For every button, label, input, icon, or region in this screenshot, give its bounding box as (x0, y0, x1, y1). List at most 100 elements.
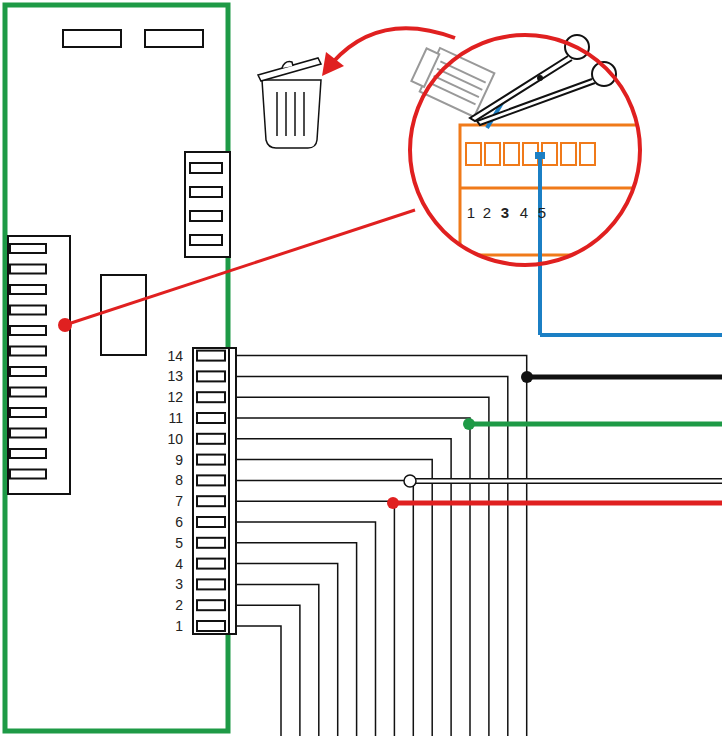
board-connector (10, 367, 46, 376)
board-connector (10, 265, 46, 274)
terminal-block (561, 143, 576, 165)
terminal-block (504, 143, 519, 165)
terminal-number: 3 (501, 206, 509, 220)
scissors-symbol (477, 79, 595, 125)
board-connector (10, 388, 46, 397)
terminal-block (460, 125, 660, 255)
scissors-symbol (470, 35, 616, 125)
board-connector (190, 187, 222, 197)
board-connector (185, 152, 230, 257)
pin-connector (197, 475, 225, 485)
board-connector (10, 429, 46, 438)
pin-connector (197, 455, 225, 465)
waste-bin (258, 58, 321, 81)
harness-wire (236, 376, 508, 736)
junction-dot (521, 371, 533, 383)
white-wire (410, 478, 722, 484)
harness-wire (236, 543, 357, 736)
board-connector (10, 449, 46, 458)
board-connector (10, 326, 46, 335)
pin-number: 5 (175, 536, 183, 550)
cut-plug (434, 76, 479, 97)
waste-bin (303, 92, 305, 136)
pin-number: 7 (175, 494, 183, 508)
pin-number: 11 (168, 411, 183, 425)
pin-number: 2 (175, 598, 183, 612)
pin-number: 6 (175, 515, 183, 529)
harness-wire (236, 356, 527, 736)
blue-wire (540, 333, 722, 337)
board-connector (10, 306, 46, 315)
terminal-block (466, 143, 595, 165)
board-connector (10, 408, 46, 417)
waste-bin (262, 80, 321, 148)
terminal-number: 5 (538, 206, 546, 220)
harness-wire (236, 584, 319, 736)
harness-wire (236, 626, 281, 736)
terminal-block (466, 143, 481, 165)
board-connector (185, 152, 230, 257)
harness-wires (236, 356, 527, 736)
board-component (101, 275, 146, 355)
pin-connector (197, 538, 225, 548)
terminal-block (535, 152, 545, 159)
scissors-symbol (470, 56, 572, 121)
harness-wire (236, 605, 300, 736)
discard-arrow (322, 52, 344, 76)
harness-wire (236, 522, 376, 736)
pin-number: 4 (175, 557, 183, 571)
board-connector (8, 236, 70, 494)
waste-bin (294, 92, 296, 136)
pin-number: 1 (175, 619, 183, 633)
leader-line (65, 210, 415, 325)
pin-number: 3 (175, 577, 183, 591)
harness-wire (236, 501, 394, 736)
board-connector (190, 235, 222, 245)
waste-bin (282, 62, 293, 68)
harness-wire (236, 418, 470, 736)
harness-wire (236, 480, 413, 736)
black-wire (527, 375, 722, 380)
red-wire (393, 501, 722, 506)
board-connector (8, 236, 70, 494)
pin-connector (197, 413, 225, 423)
terminal-block (460, 187, 660, 190)
pin-connector (229, 348, 236, 634)
pin-connector (197, 392, 225, 402)
pin-connector (197, 434, 225, 444)
harness-wire (236, 397, 489, 736)
green-wire (469, 422, 722, 427)
pin-number: 12 (167, 390, 183, 404)
scissors-symbol (538, 76, 542, 80)
junction-dot (404, 475, 416, 487)
pin-connector (197, 496, 225, 506)
waste-bin (276, 92, 278, 136)
board-connector (190, 163, 222, 173)
discard-arrow (333, 28, 455, 62)
board-connector (10, 347, 46, 356)
junction-dot (387, 497, 399, 509)
terminal-block (580, 143, 595, 165)
pin-number: 8 (175, 473, 183, 487)
pin-connector (197, 517, 225, 527)
board-connector (10, 470, 46, 479)
pin-connector (197, 621, 225, 631)
magnifier-ring (410, 35, 640, 265)
pin-connector (197, 579, 225, 589)
leader-dot (58, 318, 72, 332)
waste-bin (285, 92, 287, 136)
cut-plug (437, 69, 482, 90)
board-component (145, 30, 203, 47)
board-connector (10, 244, 46, 253)
pin-number: 10 (167, 432, 183, 446)
white-wire (410, 480, 722, 483)
pin-connector (193, 348, 236, 634)
junction-dot (463, 418, 475, 430)
terminal-block (485, 143, 500, 165)
board-component (63, 30, 121, 47)
terminal-number: 2 (483, 206, 491, 220)
board-connector (190, 211, 222, 221)
cut-plug (430, 83, 475, 104)
